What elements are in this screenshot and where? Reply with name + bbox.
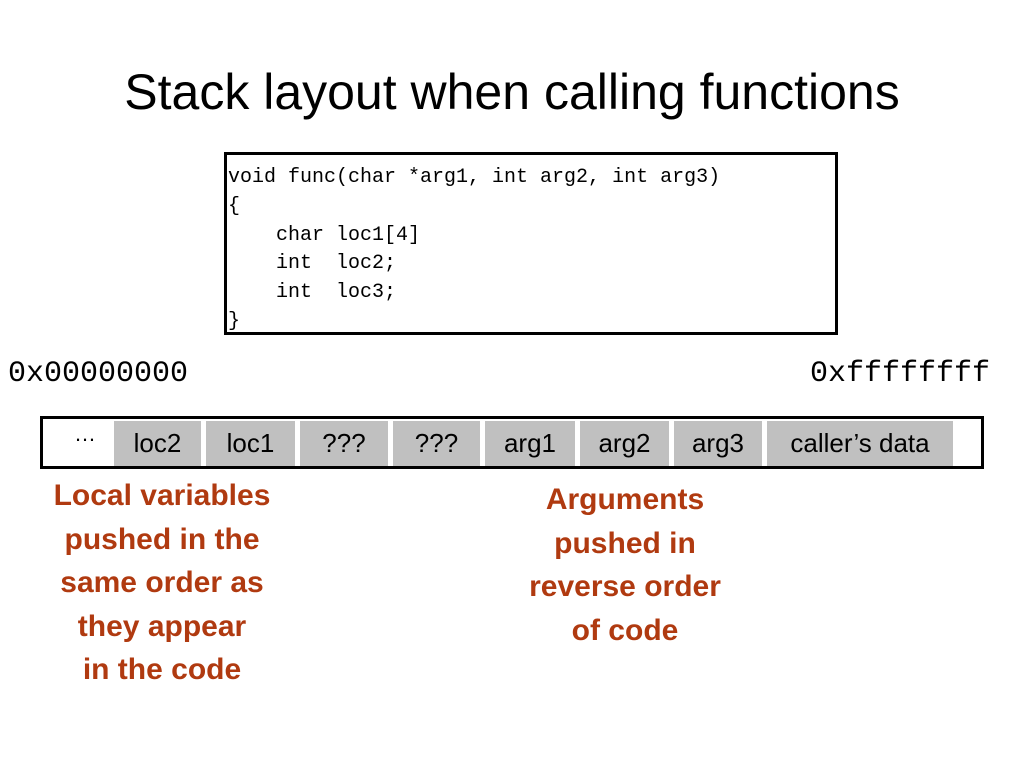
args-note-line: pushed in [554,526,696,560]
stack-cell-unknown-1: ??? [300,421,388,466]
args-note-line: Arguments [545,483,705,516]
high-address-label: 0xffffffff [810,357,991,391]
code-line: void func(char *arg1, int arg2, int arg3… [228,166,721,189]
args-note-line: reverse order [529,570,721,603]
locals-note-line: same order as [60,566,264,599]
stack-cell-arg1: arg1 [485,421,575,466]
stack-cell-arg2: arg2 [580,421,669,466]
low-address-label: 0x00000000 [8,357,189,391]
code-line: int loc3; [228,281,397,305]
locals-note-line: they appear [77,609,247,643]
code-line: char loc1[4] [228,223,421,247]
stack-cell-callers-data: caller’s data [767,421,953,466]
code-line: { [228,194,241,218]
args-note-line: of code [571,613,679,647]
args-note: Arguments pushed in reverse order of cod… [500,478,750,652]
locals-note-line: Local variables [53,479,271,512]
locals-note-line: pushed in the [64,522,260,556]
locals-note: Local variables pushed in the same order… [30,474,294,692]
stack-cell-loc2: loc2 [114,421,201,466]
code-line: int loc2; [228,252,397,276]
stack-cell-unknown-2: ??? [393,421,480,466]
stack-cell-arg3: arg3 [674,421,762,466]
code-box: void func(char *arg1, int arg2, int arg3… [224,152,838,335]
stack-cell-loc1: loc1 [206,421,295,466]
locals-note-line: in the code [82,653,242,686]
code-line: } [228,309,241,333]
slide-title: Stack layout when calling functions [124,64,900,120]
stack-ellipsis: … [74,421,96,446]
